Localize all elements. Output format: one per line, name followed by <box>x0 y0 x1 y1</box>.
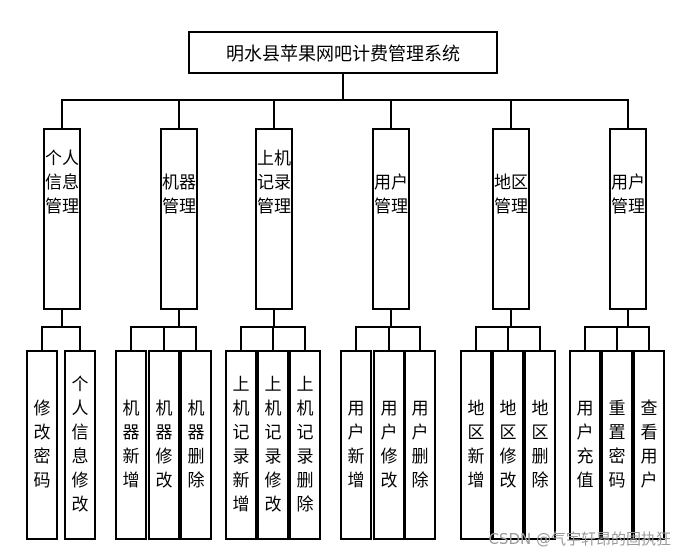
submodule-trunk-connector <box>510 310 512 327</box>
submodule-drop-connector <box>130 327 132 350</box>
submodule-box: 上机记录删除 <box>289 350 321 540</box>
submodule-label: 机器删除 <box>187 399 205 491</box>
submodule-label: 用户充值 <box>576 399 594 491</box>
submodule-label: 机器修改 <box>155 399 173 491</box>
submodule-trunk-connector <box>390 310 392 327</box>
submodule-label: 个人信息修改 <box>71 375 89 515</box>
module-label: 用户管理 <box>374 173 408 217</box>
module-box: 上机记录管理 <box>255 128 293 310</box>
submodule-box: 地区修改 <box>492 350 524 540</box>
root-system-title: 明水县苹果网吧计费管理系统 <box>226 43 460 65</box>
submodule-drop-connector <box>304 327 306 350</box>
submodule-drop-connector <box>584 327 586 350</box>
module-bus-connector <box>61 99 629 101</box>
module-label: 地区管理 <box>494 173 528 217</box>
submodule-drop-connector <box>648 327 650 350</box>
submodule-drop-connector <box>272 327 274 350</box>
submodule-box: 修改密码 <box>26 350 58 540</box>
module-drop-connector <box>390 100 392 128</box>
submodule-label: 上机记录修改 <box>264 375 282 515</box>
module-box: 用户管理 <box>372 128 410 310</box>
submodule-trunk-connector <box>178 310 180 327</box>
module-box: 个人信息管理 <box>43 128 81 310</box>
module-drop-connector <box>273 100 275 128</box>
submodule-box: 机器删除 <box>180 350 212 540</box>
root-trunk-connector <box>342 74 344 100</box>
csdn-watermark: CSDN @气宇轩昂的固执狂 <box>488 530 671 548</box>
submodule-trunk-connector <box>61 310 63 327</box>
module-label: 个人信息管理 <box>45 149 79 217</box>
submodule-label: 上机记录新增 <box>232 375 250 515</box>
submodule-drop-connector <box>475 327 477 350</box>
submodule-label: 重置密码 <box>608 399 626 491</box>
module-box: 用户管理 <box>609 128 647 310</box>
module-label: 机器管理 <box>162 173 196 217</box>
submodule-box: 重置密码 <box>601 350 633 540</box>
submodule-label: 查看用户 <box>640 399 658 491</box>
submodule-drop-connector <box>41 327 43 350</box>
submodule-box: 地区删除 <box>524 350 556 540</box>
module-drop-connector <box>627 100 629 128</box>
submodule-box: 机器新增 <box>115 350 147 540</box>
submodule-drop-connector <box>616 327 618 350</box>
submodule-drop-connector <box>388 327 390 350</box>
submodule-label: 上机记录删除 <box>296 375 314 515</box>
submodule-label: 用户修改 <box>380 399 398 491</box>
submodule-label: 用户新增 <box>347 399 365 491</box>
module-box: 机器管理 <box>160 128 198 310</box>
submodule-box: 用户充值 <box>569 350 601 540</box>
submodule-box: 地区新增 <box>460 350 492 540</box>
submodule-box: 机器修改 <box>148 350 180 540</box>
submodule-trunk-connector <box>627 310 629 327</box>
module-label: 用户管理 <box>611 173 645 217</box>
submodule-box: 查看用户 <box>633 350 665 540</box>
submodule-box: 用户修改 <box>373 350 405 540</box>
module-label: 上机记录管理 <box>257 149 291 217</box>
module-drop-connector <box>178 100 180 128</box>
submodule-drop-connector <box>419 327 421 350</box>
submodule-box: 上机记录修改 <box>257 350 289 540</box>
submodule-drop-connector <box>163 327 165 350</box>
submodule-trunk-connector <box>273 310 275 327</box>
submodule-drop-connector <box>195 327 197 350</box>
root-system-box: 明水县苹果网吧计费管理系统 <box>188 31 498 74</box>
submodule-box: 上机记录新增 <box>225 350 257 540</box>
submodule-drop-connector <box>79 327 81 350</box>
submodule-bus-connector <box>41 326 81 328</box>
module-drop-connector <box>510 100 512 128</box>
submodule-box: 用户新增 <box>340 350 372 540</box>
submodule-label: 地区修改 <box>499 399 517 491</box>
module-box: 地区管理 <box>492 128 530 310</box>
submodule-label: 地区删除 <box>531 399 549 491</box>
submodule-label: 机器新增 <box>122 399 140 491</box>
submodule-drop-connector <box>507 327 509 350</box>
submodule-drop-connector <box>240 327 242 350</box>
module-drop-connector <box>61 100 63 128</box>
submodule-drop-connector <box>355 327 357 350</box>
submodule-label: 修改密码 <box>33 399 51 491</box>
submodule-box: 个人信息修改 <box>64 350 96 540</box>
submodule-drop-connector <box>539 327 541 350</box>
submodule-box: 用户删除 <box>404 350 436 540</box>
submodule-label: 地区新增 <box>467 399 485 491</box>
submodule-label: 用户删除 <box>411 399 429 491</box>
